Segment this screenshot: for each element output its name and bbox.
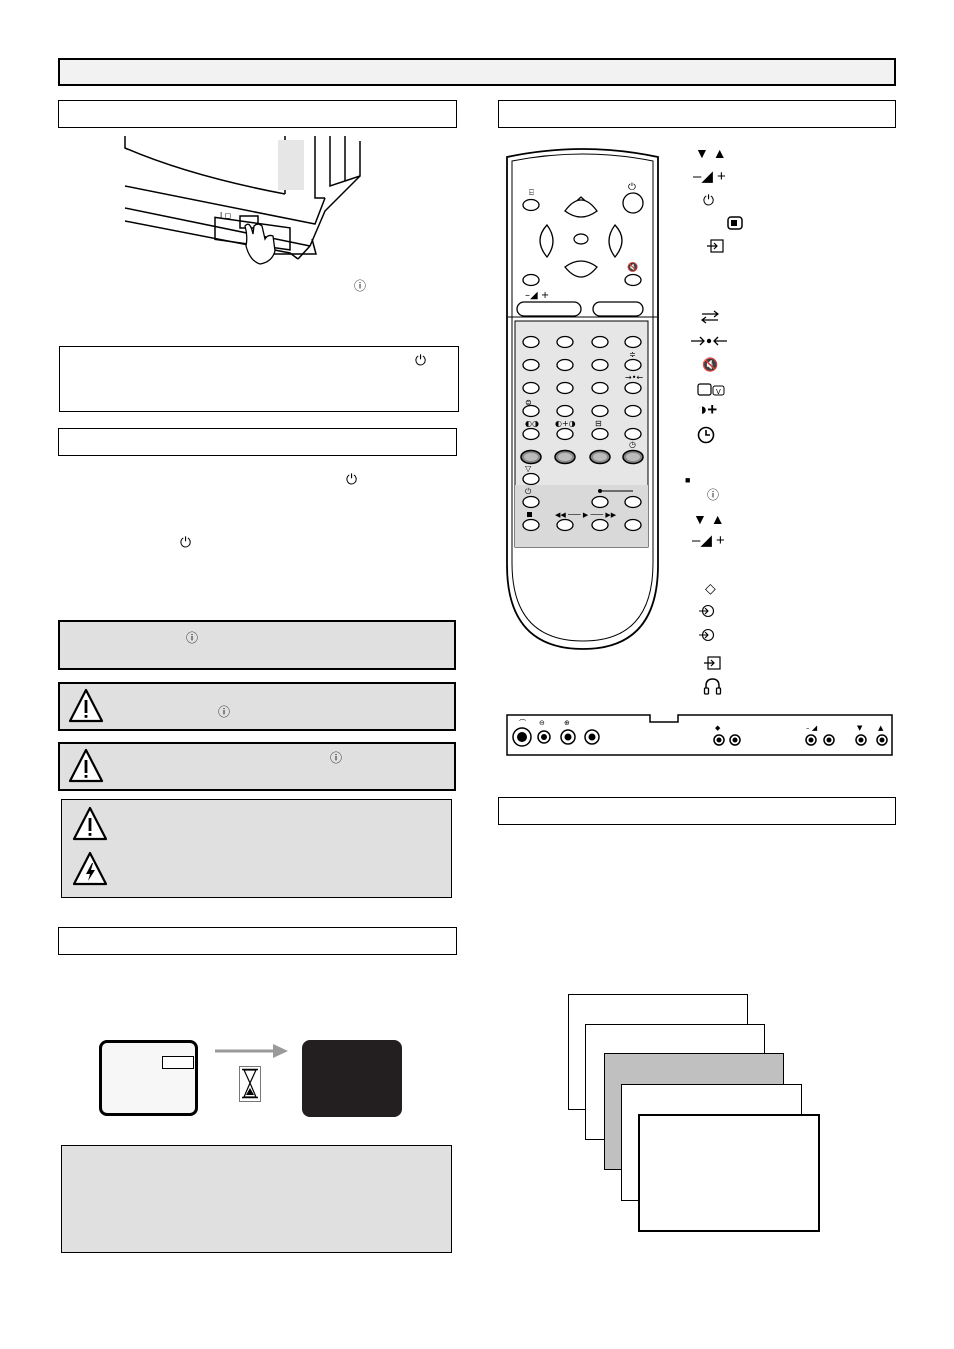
- stop-square-icon: ■: [685, 475, 691, 485]
- svg-text:≑: ≑: [629, 350, 636, 359]
- power-standby-icon: ⏻: [415, 352, 427, 368]
- svg-text:▲: ▲: [878, 724, 884, 732]
- remote-control-illustration: ⍇ ⏻ 🔇 –◢ + ≑ →•← ⊜ ◐◑ ◐+◑ ⊟ ◷ ▽ ⏻ ◀◀ ───…: [506, 148, 659, 650]
- power-standby-icon: ⏻: [180, 534, 192, 550]
- svg-text:⊖: ⊖: [539, 719, 545, 727]
- power-main-icon: ⓘ: [330, 751, 343, 765]
- channel-arrows-icon: ▼ ▲: [693, 511, 725, 527]
- volume-icon: –◢ +: [692, 532, 725, 549]
- menu-screen-5: [638, 1114, 820, 1232]
- section-bar-menus: [498, 797, 896, 825]
- section-bar-switching-on: [58, 100, 457, 128]
- power-main-icon: ⓘ: [354, 279, 367, 293]
- power-standby-icon: ⏻: [346, 471, 358, 487]
- svg-text:⊕: ⊕: [564, 719, 570, 727]
- svg-text:▼: ▼: [857, 724, 863, 732]
- power-main-icon: ⓘ: [218, 705, 231, 719]
- svg-text:⌒: ⌒: [519, 719, 526, 727]
- warning-panel-2: ⓘ: [58, 742, 456, 791]
- av-input-icon: [707, 239, 724, 253]
- av-input-icon: [704, 656, 721, 670]
- tv-screen-on-illustration: [99, 1040, 198, 1116]
- section-bar-remote-control: [498, 100, 896, 128]
- note-panel-grey-1: ⓘ: [58, 620, 456, 670]
- volume-icon: –◢ +: [693, 168, 726, 185]
- swap-arrows-icon: [701, 310, 719, 324]
- power-main-icon: ⓘ: [707, 488, 720, 502]
- svg-text:V: V: [716, 388, 721, 396]
- svg-text:◷: ◷: [629, 440, 636, 449]
- warning-triangle-icon: [68, 688, 104, 723]
- input-icon: [699, 604, 715, 618]
- clock-icon: [697, 426, 715, 444]
- section-bar-standby: [58, 428, 457, 456]
- teletext-icon: [727, 216, 743, 230]
- svg-text:🔇: 🔇: [627, 261, 638, 273]
- page-header-bar: [58, 58, 896, 86]
- svg-text:– ◢: – ◢: [806, 724, 818, 732]
- warning-triangle-icon: [72, 806, 108, 841]
- note-panel-grey-2: [61, 1145, 452, 1253]
- svg-text:⊜: ⊜: [525, 398, 532, 407]
- high-voltage-icon: [72, 851, 108, 886]
- svg-text:◐◑: ◐◑: [525, 419, 539, 428]
- tv-power-button-illustration: I ◻: [124, 136, 361, 265]
- contrast-plus-icon: ◑+: [697, 400, 718, 419]
- zoom-arrows-icon: [691, 336, 727, 346]
- svg-text:–◢ +: –◢ +: [525, 290, 549, 301]
- section-bar-sleep: [58, 927, 457, 955]
- channel-arrows-icon: ▼ ▲: [695, 145, 727, 161]
- osd-label-box: [162, 1056, 194, 1069]
- safety-panel: [61, 799, 452, 898]
- warning-panel-1: ⓘ: [58, 682, 456, 731]
- svg-text:⏻: ⏻: [525, 487, 532, 496]
- headphones-icon: [703, 678, 722, 695]
- note-box-1: ⏻: [59, 346, 459, 412]
- mute-icon: 🔇: [702, 357, 719, 372]
- tv-screen-off-illustration: [302, 1040, 402, 1117]
- diamond-icon: ◇: [705, 580, 716, 596]
- hourglass-icon: [239, 1066, 261, 1102]
- svg-text:I ◻: I ◻: [220, 211, 231, 220]
- transition-arrow: [215, 1044, 288, 1058]
- svg-text:◐+◑: ◐+◑: [555, 419, 576, 428]
- picture-tv-icon: V: [697, 383, 725, 396]
- power-main-icon: ⓘ: [186, 631, 199, 645]
- svg-text:→•←: →•←: [625, 373, 643, 382]
- svg-text:⏻: ⏻: [628, 182, 636, 193]
- power-standby-icon: ⏻: [703, 192, 715, 208]
- svg-text:◀◀ ─── ▶ ─── ▶▶: ◀◀ ─── ▶ ─── ▶▶: [555, 511, 617, 519]
- svg-text:◆: ◆: [715, 724, 721, 732]
- svg-text:⍇: ⍇: [529, 188, 534, 197]
- warning-triangle-icon: [68, 748, 104, 783]
- input-icon: [699, 628, 715, 642]
- tv-front-panel-illustration: ⌒ ⊖ ⊕ ◆ – ◢ ▼ ▲: [506, 714, 893, 756]
- svg-text:▽: ▽: [525, 464, 532, 473]
- svg-text:⊟: ⊟: [595, 419, 602, 428]
